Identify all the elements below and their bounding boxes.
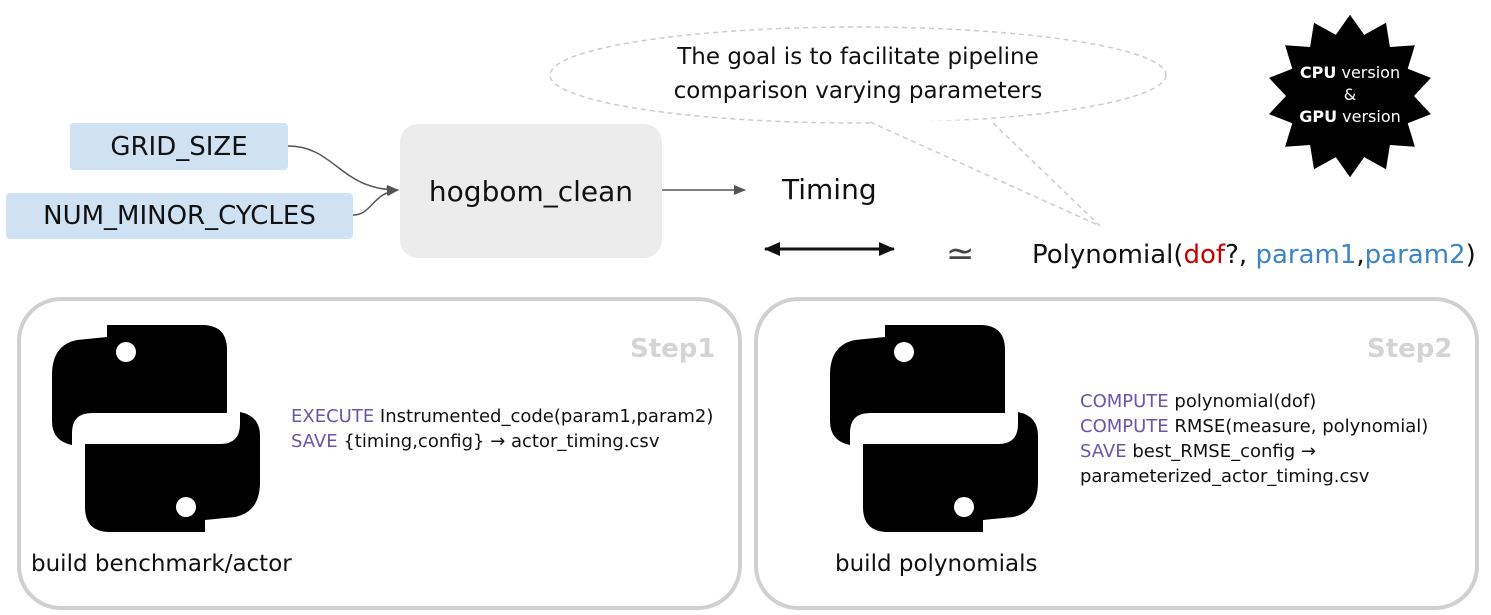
python-logo-icon (52, 325, 260, 532)
formula-comma: , (1356, 240, 1365, 270)
formula-param1: param1 (1255, 240, 1357, 270)
code-line: SAVE {timing,config} → actor_timing.csv (291, 429, 713, 454)
code-text: polynomial(dof) (1168, 391, 1317, 412)
badge-cpu: CPU (1299, 63, 1337, 82)
badge-gpu: GPU (1299, 107, 1338, 126)
param-num-minor-cycles: NUM_MINOR_CYCLES (6, 193, 353, 239)
code-text: parameterized_actor_timing.csv (1080, 466, 1370, 487)
code-line: EXECUTE Instrumented_code(param1,param2) (291, 404, 713, 429)
step2-title: Step2 (1367, 334, 1453, 364)
code-keyword: EXECUTE (291, 406, 375, 427)
step2-panel (754, 297, 1479, 610)
step2-caption: build polynomials (835, 551, 1038, 577)
code-keyword: SAVE (291, 431, 338, 452)
code-keyword: SAVE (1080, 441, 1127, 462)
code-text: best_RMSE_config → (1126, 441, 1316, 462)
badge-text: CPU version & GPU version (1275, 62, 1425, 128)
step1-panel (17, 297, 742, 610)
speech-bubble (549, 26, 1167, 124)
step1-title: Step1 (630, 334, 716, 364)
formula-suffix: ) (1465, 240, 1476, 270)
bubble-text: The goal is to facilitate pipeline compa… (600, 40, 1116, 108)
code-text: RMSE(measure, polynomial) (1168, 416, 1429, 437)
bubble-line-2: comparison varying parameters (673, 78, 1043, 104)
formula-dof: dof (1183, 240, 1226, 270)
bubble-line-1: The goal is to facilitate pipeline (677, 44, 1039, 70)
approx-symbol: ≃ (946, 234, 975, 274)
timing-label: Timing (782, 173, 877, 206)
code-line: SAVE best_RMSE_config → (1080, 439, 1428, 464)
speech-bubble-tail (869, 119, 1101, 227)
badge-gpu-rest: version (1337, 107, 1401, 126)
badge-amp: & (1343, 85, 1357, 104)
polynomial-formula: Polynomial(dof?, param1,param2) (1032, 240, 1476, 270)
formula-prefix: Polynomial( (1032, 240, 1184, 270)
connector-num-minor-cycles (352, 186, 399, 216)
code-line: parameterized_actor_timing.csv (1080, 464, 1428, 489)
formula-param2: param2 (1364, 240, 1466, 270)
python-logo-icon (830, 325, 1038, 532)
star-badge (1269, 14, 1431, 178)
badge-cpu-rest: version (1336, 63, 1401, 82)
step1-code: EXECUTE Instrumented_code(param1,param2)… (291, 404, 713, 454)
code-keyword: COMPUTE (1080, 416, 1169, 437)
code-line: COMPUTE polynomial(dof) (1080, 389, 1428, 414)
actor-box: hogbom_clean (400, 124, 662, 258)
code-line: COMPUTE RMSE(measure, polynomial) (1080, 414, 1428, 439)
code-text: {timing,config} → actor_timing.csv (337, 431, 660, 452)
step2-code: COMPUTE polynomial(dof) COMPUTE RMSE(mea… (1080, 389, 1428, 489)
connector-grid-size (287, 145, 399, 195)
param-grid-size: GRID_SIZE (70, 123, 288, 170)
formula-mid: ?, (1225, 240, 1256, 270)
code-keyword: COMPUTE (1080, 391, 1169, 412)
code-text: Instrumented_code(param1,param2) (374, 406, 714, 427)
step1-caption: build benchmark/actor (31, 551, 292, 577)
